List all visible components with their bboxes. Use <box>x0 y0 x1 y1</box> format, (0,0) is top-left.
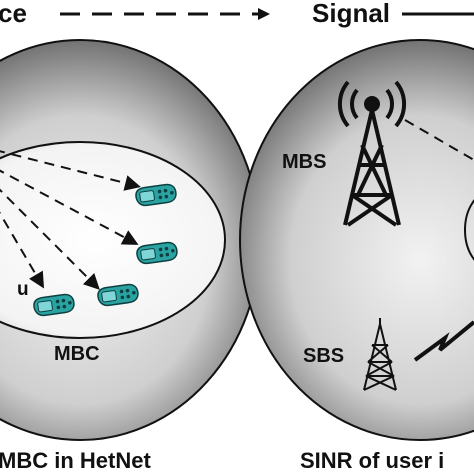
sbs-label: SBS <box>303 345 344 367</box>
header-signal-label: Signal <box>312 0 390 28</box>
dashed-link-3 <box>0 188 100 290</box>
header-left-fragment: ce <box>0 0 27 28</box>
macro-dashed-link <box>404 119 474 161</box>
header-arrowhead <box>258 8 270 20</box>
right-inner-ellipse-edge <box>464 199 474 261</box>
mbc-label: MBC <box>54 343 100 365</box>
right-caption: SINR of user i <box>300 448 444 473</box>
macro-tower-icon <box>337 80 407 227</box>
dashed-link-1 <box>0 150 141 191</box>
mbs-label: MBS <box>282 151 326 173</box>
right-outer-ellipse <box>239 39 474 441</box>
user-u-label: u <box>17 279 29 300</box>
interference-lightning-shadow <box>417 336 448 359</box>
small-tower-icon <box>363 318 397 391</box>
dashed-link-4 <box>0 211 45 289</box>
left-caption: MBC in HetNet <box>0 448 151 473</box>
dashed-link-2 <box>0 169 139 245</box>
